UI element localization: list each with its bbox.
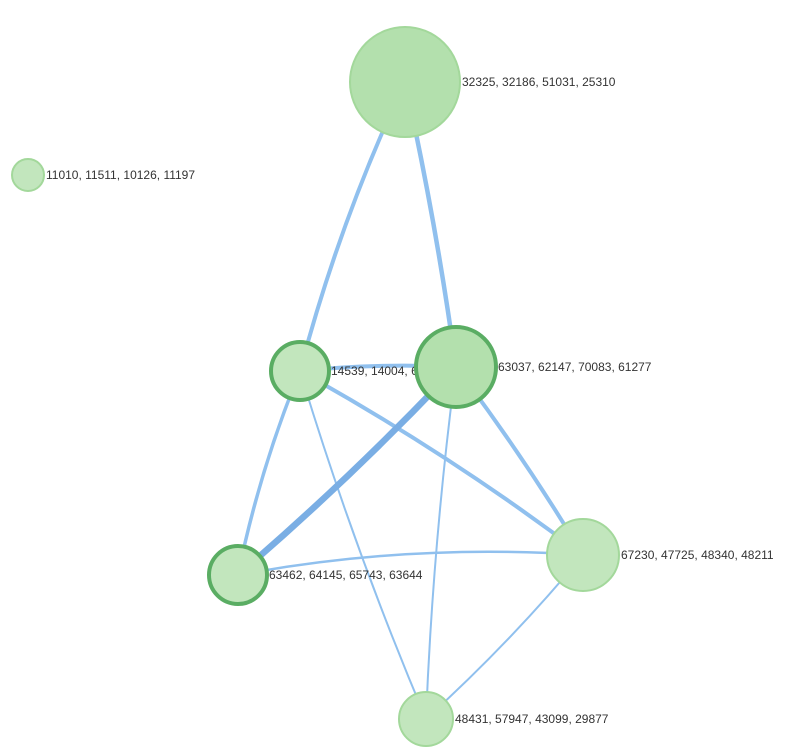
node-circle[interactable] <box>207 544 269 606</box>
node-circle[interactable] <box>269 340 331 402</box>
node-label: 63462, 64145, 65743, 63644 <box>269 568 423 582</box>
node-label: 32325, 32186, 51031, 25310 <box>462 75 616 89</box>
node-label: 63037, 62147, 70083, 61277 <box>498 360 652 374</box>
node-n2[interactable]: 11010, 11511, 10126, 11197 <box>11 158 195 192</box>
node-circle[interactable] <box>398 691 454 747</box>
node-label: 11010, 11511, 10126, 11197 <box>46 168 195 182</box>
node-circle[interactable] <box>414 325 498 409</box>
edge-n3-n7 <box>299 370 427 720</box>
edge-n4-n7 <box>425 366 457 720</box>
node-n4[interactable]: 63037, 62147, 70083, 61277 <box>414 325 652 409</box>
node-label: 67230, 47725, 48340, 48211 <box>621 548 774 562</box>
node-circle[interactable] <box>11 158 45 192</box>
node-label: 48431, 57947, 43099, 29877 <box>455 712 609 726</box>
node-n5[interactable]: 63462, 64145, 65743, 63644 <box>207 544 423 606</box>
node-n7[interactable]: 48431, 57947, 43099, 29877 <box>398 691 609 747</box>
nodes-layer: 32325, 32186, 51031, 25310 11010, 11511, … <box>11 26 774 747</box>
node-n1[interactable]: 32325, 32186, 51031, 25310 <box>349 26 616 138</box>
node-circle[interactable] <box>349 26 461 138</box>
node-circle[interactable] <box>546 518 620 592</box>
node-n6[interactable]: 67230, 47725, 48340, 48211 <box>546 518 774 592</box>
edge-n5-n6 <box>236 550 585 577</box>
edges-layer <box>234 79 585 720</box>
